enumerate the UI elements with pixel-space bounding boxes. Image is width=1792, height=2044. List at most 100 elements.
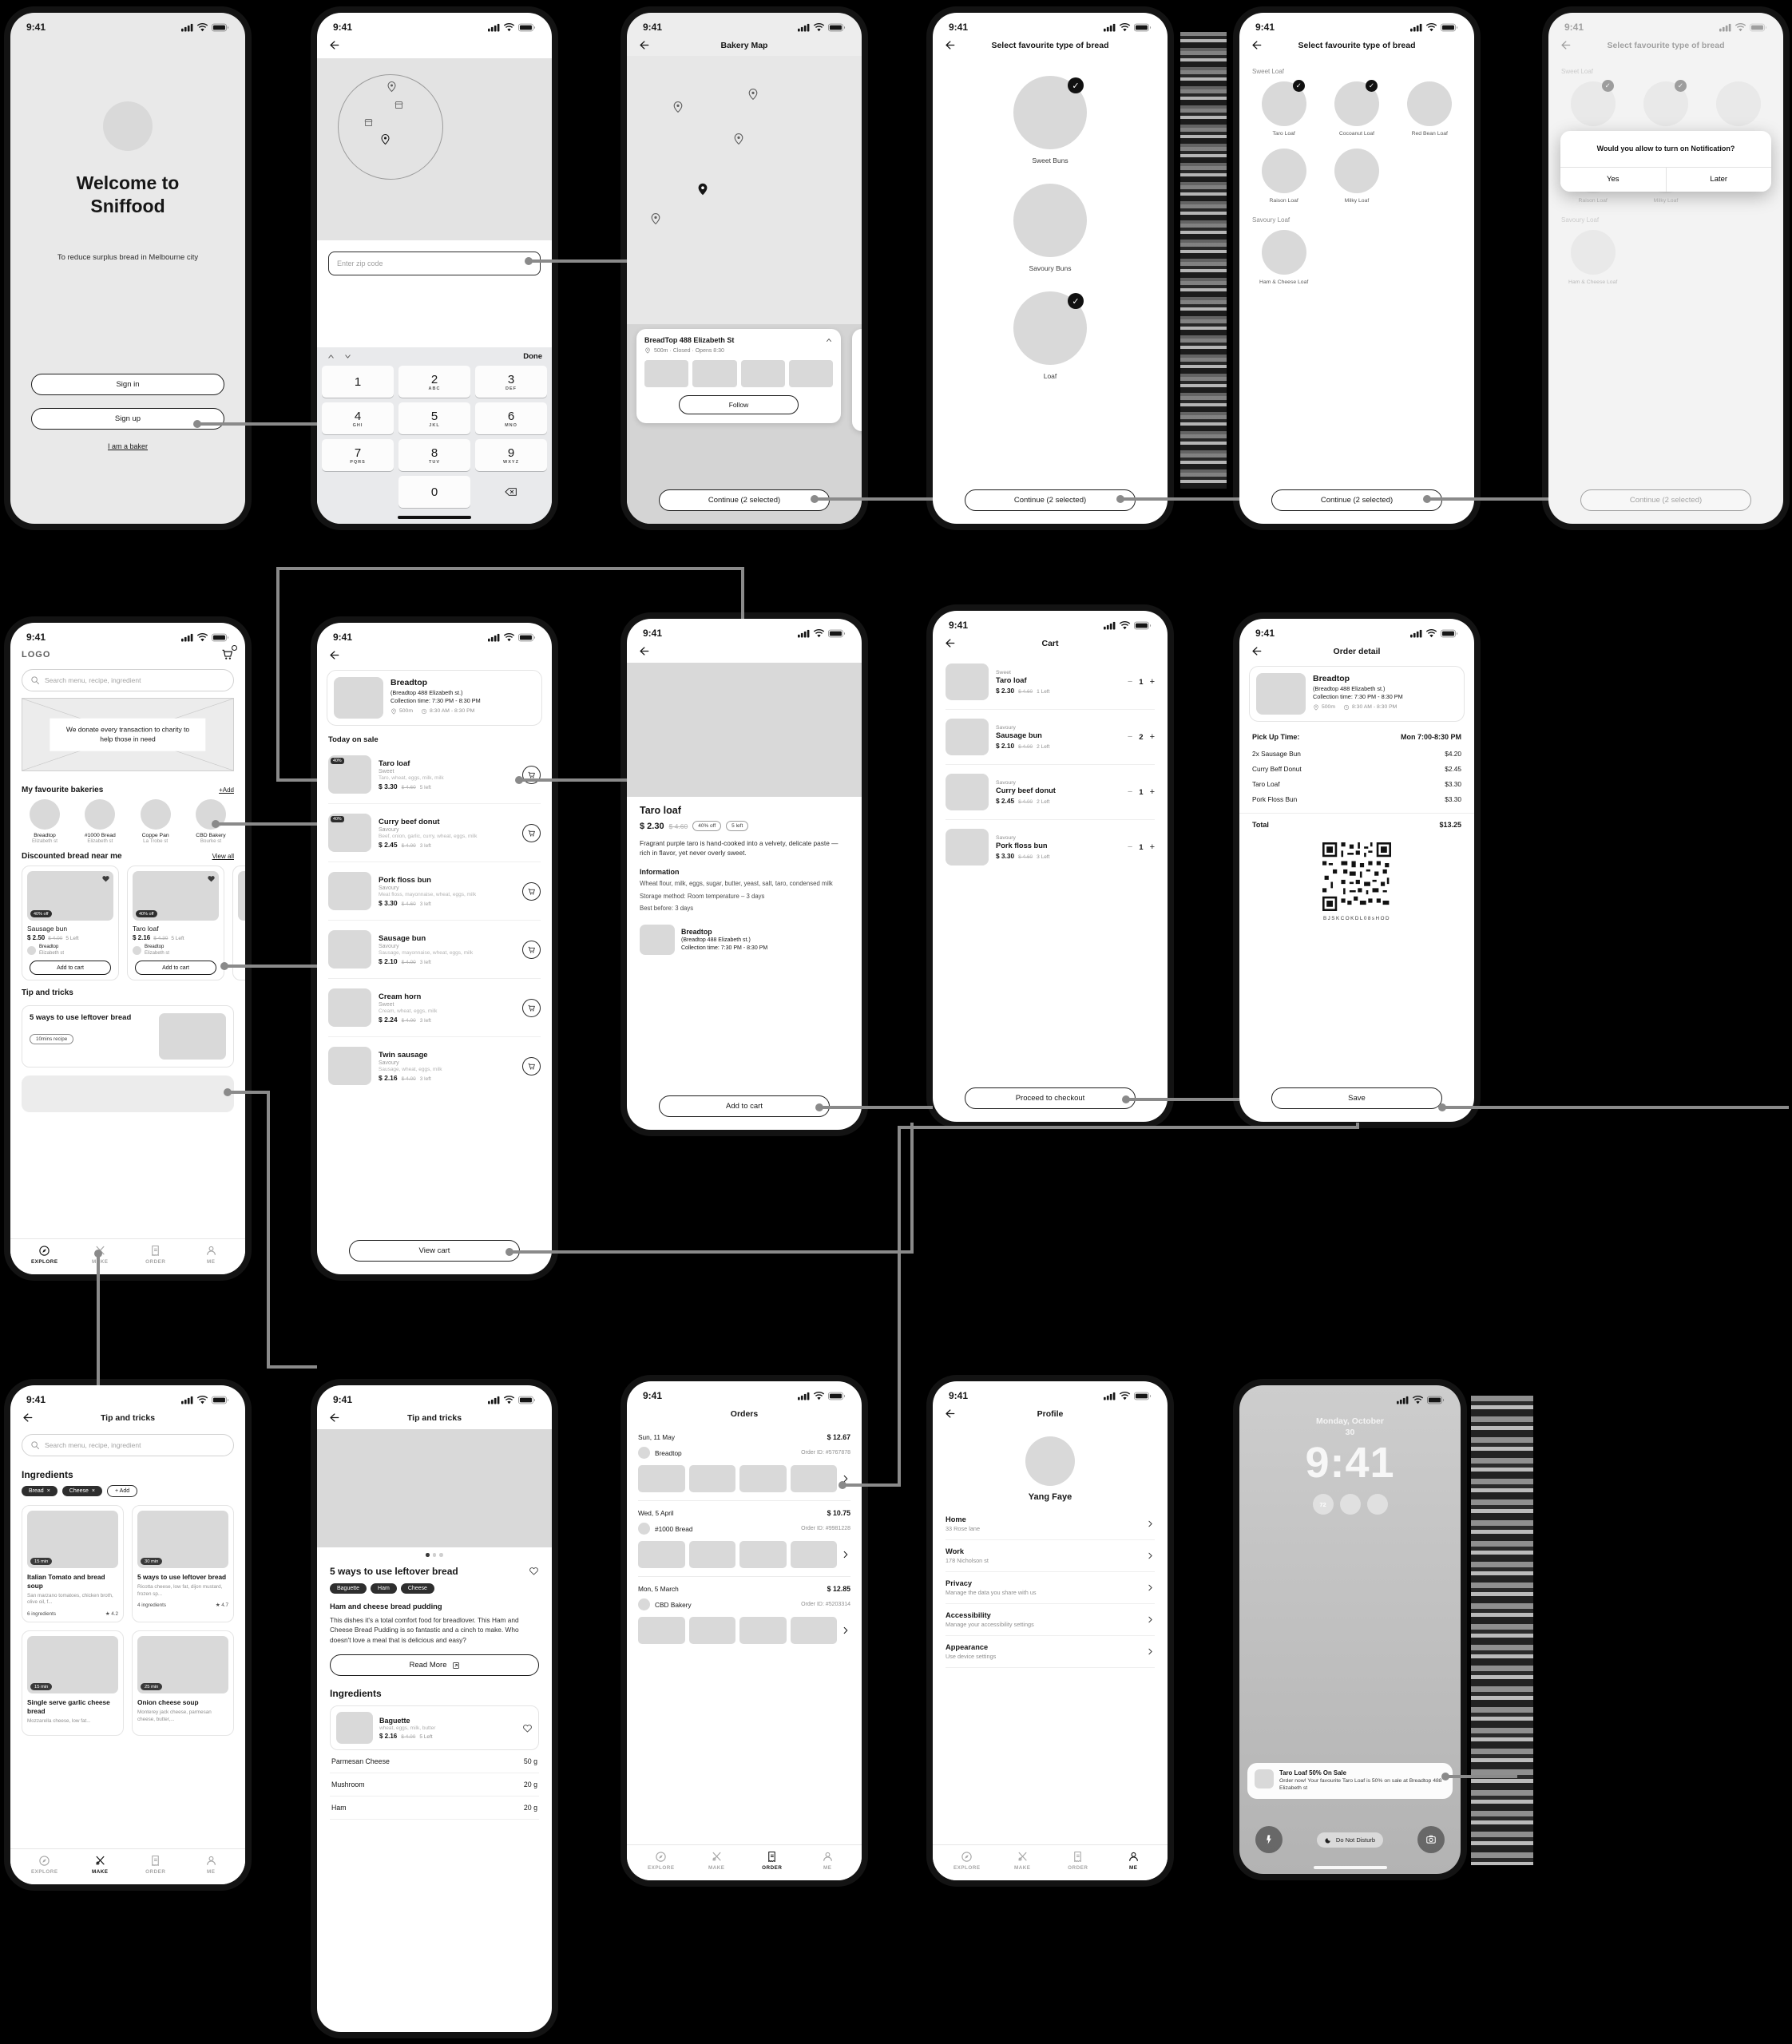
- nav-me[interactable]: ME: [1106, 1851, 1162, 1871]
- continue-button[interactable]: Continue (2 selected): [965, 489, 1136, 511]
- ingredient-chip[interactable]: Bread×: [22, 1486, 57, 1496]
- view-cart-button[interactable]: View cart: [349, 1240, 520, 1262]
- continue-button[interactable]: Continue (2 selected): [1271, 489, 1442, 511]
- nav-explore[interactable]: EXPLORE: [633, 1851, 689, 1871]
- menu-item[interactable]: Twin sausage Savoury Sausage, wheat, egg…: [328, 1036, 541, 1095]
- follow-button[interactable]: Follow: [679, 395, 799, 414]
- bakery-map-canvas[interactable]: [627, 56, 862, 524]
- search-bar[interactable]: [22, 669, 234, 691]
- backspace-key[interactable]: [475, 476, 547, 508]
- decrease-button[interactable]: −: [1127, 842, 1133, 852]
- back-icon[interactable]: [944, 637, 956, 649]
- ingredient-product-card[interactable]: Baguette wheat, eggs, milk, butter $ 2.1…: [330, 1705, 539, 1751]
- lock-notification[interactable]: Taro Loaf 50% On Sale Order now! Your fa…: [1247, 1762, 1453, 1799]
- favourite-bakery[interactable]: #1000 Bread Elizabeth st: [77, 799, 123, 844]
- nav-me[interactable]: ME: [184, 1245, 240, 1265]
- back-icon[interactable]: [22, 1412, 34, 1424]
- recipe-card[interactable]: 15 min Single serve garlic cheese bread …: [22, 1630, 124, 1736]
- increase-button[interactable]: +: [1149, 732, 1155, 742]
- loaf-option[interactable]: Red Bean Loaf: [1394, 81, 1466, 137]
- save-button[interactable]: Save: [1271, 1087, 1442, 1109]
- baker-link[interactable]: I am a baker: [107, 442, 149, 450]
- view-all-link[interactable]: View all: [212, 853, 234, 860]
- heart-icon[interactable]: [207, 874, 216, 883]
- increase-button[interactable]: +: [1149, 787, 1155, 797]
- dialog-later-button[interactable]: Later: [1665, 167, 1771, 192]
- zip-input[interactable]: [337, 259, 532, 267]
- menu-item[interactable]: 40% Curry beef donut Savoury Beef, onion…: [328, 803, 541, 862]
- bakery-card[interactable]: BreadTop 488 Elizabeth St 500m · Closed …: [636, 329, 841, 423]
- sign-up-button[interactable]: Sign up: [31, 408, 224, 430]
- ingredient-chip[interactable]: Cheese×: [61, 1486, 103, 1496]
- camera-button[interactable]: [1417, 1826, 1445, 1853]
- favourite-bakery[interactable]: CBD Bakery Bourke st: [188, 799, 234, 844]
- nav-make[interactable]: MAKE: [73, 1855, 129, 1875]
- recipe-card[interactable]: 15 min Italian Tomato and bread soup San…: [22, 1505, 124, 1623]
- done-button[interactable]: Done: [523, 352, 542, 361]
- bread-type-option[interactable]: ✓ Loaf: [1013, 291, 1087, 380]
- remove-icon[interactable]: ×: [46, 1488, 50, 1494]
- back-icon[interactable]: [944, 39, 956, 51]
- back-icon[interactable]: [328, 39, 340, 51]
- back-icon[interactable]: [1251, 645, 1263, 657]
- remove-icon[interactable]: ×: [91, 1488, 96, 1494]
- loaf-option[interactable]: Raison Loaf: [1247, 149, 1320, 204]
- calendar-widget[interactable]: [1366, 1494, 1388, 1515]
- add-to-cart-button[interactable]: Add to cart: [135, 961, 216, 975]
- activity-widget[interactable]: [1339, 1494, 1361, 1515]
- add-to-cart-icon-button[interactable]: [522, 940, 541, 959]
- add-to-cart-icon-button[interactable]: [522, 881, 541, 901]
- increase-button[interactable]: +: [1149, 842, 1155, 852]
- chevron-right-icon[interactable]: [841, 1550, 850, 1559]
- chevron-up-icon[interactable]: [825, 336, 833, 344]
- chevron-right-icon[interactable]: [841, 1626, 850, 1635]
- map-pin-icon[interactable]: [649, 212, 662, 225]
- bread-type-option[interactable]: ✓ Sweet Buns: [1013, 76, 1087, 164]
- menu-item[interactable]: Cream horn Sweet Cream, wheat, eggs, mil…: [328, 978, 541, 1036]
- decrease-button[interactable]: −: [1127, 787, 1133, 797]
- search-input[interactable]: [45, 676, 225, 684]
- back-icon[interactable]: [944, 1408, 956, 1420]
- decrease-button[interactable]: −: [1127, 732, 1133, 742]
- nav-me[interactable]: ME: [184, 1855, 240, 1875]
- do-not-disturb-toggle[interactable]: Do Not Disturb: [1316, 1832, 1384, 1848]
- read-more-button[interactable]: Read More: [330, 1654, 539, 1677]
- add-to-cart-icon-button[interactable]: [522, 765, 541, 784]
- nav-explore[interactable]: EXPLORE: [17, 1245, 73, 1265]
- continue-button[interactable]: Continue (2 selected): [659, 489, 830, 511]
- loaf-option[interactable]: ✓ Taro Loaf: [1247, 80, 1320, 137]
- back-icon[interactable]: [638, 645, 650, 657]
- nav-explore[interactable]: EXPLORE: [939, 1851, 995, 1871]
- chevron-up-icon[interactable]: [327, 352, 335, 361]
- map-pin-icon[interactable]: [747, 88, 759, 101]
- back-icon[interactable]: [328, 1412, 340, 1424]
- add-to-cart-icon-button[interactable]: [522, 998, 541, 1017]
- favourite-bakery[interactable]: Coppe Pan La Trobe st: [133, 799, 179, 844]
- nav-order[interactable]: ORDER: [744, 1851, 800, 1871]
- nav-me[interactable]: ME: [800, 1851, 856, 1871]
- nav-make[interactable]: MAKE: [995, 1851, 1051, 1871]
- tip-card[interactable]: 5 ways to use leftover bread 10mins reci…: [22, 1005, 234, 1068]
- menu-item[interactable]: Sausage bun Savoury Sausage, mayonnaise,…: [328, 920, 541, 978]
- loaf-option[interactable]: ✓ Cocoanut Loaf: [1320, 80, 1393, 137]
- search-bar[interactable]: [22, 1434, 234, 1456]
- tag-chip[interactable]: Baguette: [330, 1583, 367, 1594]
- recipe-card[interactable]: 30 min 5 ways to use leftover bread Rico…: [132, 1505, 234, 1623]
